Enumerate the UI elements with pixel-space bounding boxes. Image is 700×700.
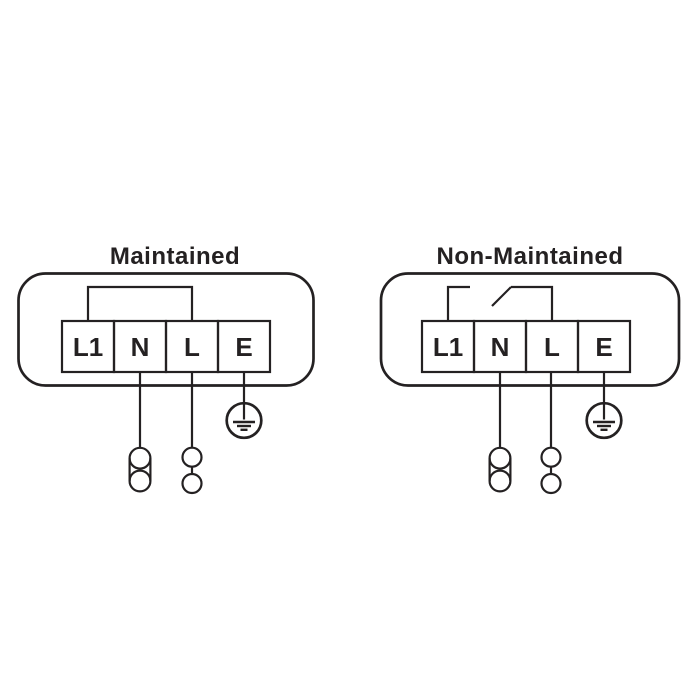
terminal-block: L1 N L E [420, 319, 632, 374]
connector-circle-top [540, 446, 562, 468]
twin-circle-connector-icon [488, 446, 512, 493]
enclosure-outline [17, 272, 315, 387]
earth-circle [225, 401, 263, 440]
terminal-label-n: N [131, 332, 150, 362]
terminal-label-e: E [595, 332, 612, 362]
terminal-label-l: L [184, 332, 200, 362]
earth-circle [585, 401, 623, 440]
terminal-label-l1: L1 [433, 332, 463, 362]
link-wire-closed [86, 285, 194, 321]
protective-earth-icon [225, 401, 263, 440]
enclosure-outline [379, 272, 681, 387]
diagram-title: Maintained [110, 243, 240, 270]
protective-earth-icon [585, 401, 623, 440]
connector-circle-bottom [128, 469, 152, 493]
linked-circle-connector-icon [181, 446, 203, 495]
terminal-block: L1 N L E [60, 319, 272, 374]
terminal-label-n: N [491, 332, 510, 362]
twin-circle-connector-icon [128, 446, 152, 493]
switch-blade [491, 286, 512, 307]
connector-circle-bottom [181, 472, 203, 495]
linked-circle-connector-icon [540, 446, 562, 495]
connector-circle-top [488, 446, 512, 470]
diagram-title: Non-Maintained [437, 243, 624, 270]
connector-circle-top [181, 446, 203, 468]
terminal-label-e: E [235, 332, 252, 362]
link-wire-switched [446, 285, 554, 321]
diagram-non-maintained: Non-Maintained L1 N L E [379, 243, 681, 495]
switch-return-wire [511, 285, 554, 321]
connector-circle-top [128, 446, 152, 470]
diagram-maintained: Maintained L1 N L E [17, 243, 315, 495]
terminal-label-l1: L1 [73, 332, 103, 362]
terminal-label-l: L [544, 332, 560, 362]
switch-feed-stub [446, 285, 470, 321]
connector-circle-bottom [540, 472, 562, 495]
connector-circle-bottom [488, 469, 512, 493]
